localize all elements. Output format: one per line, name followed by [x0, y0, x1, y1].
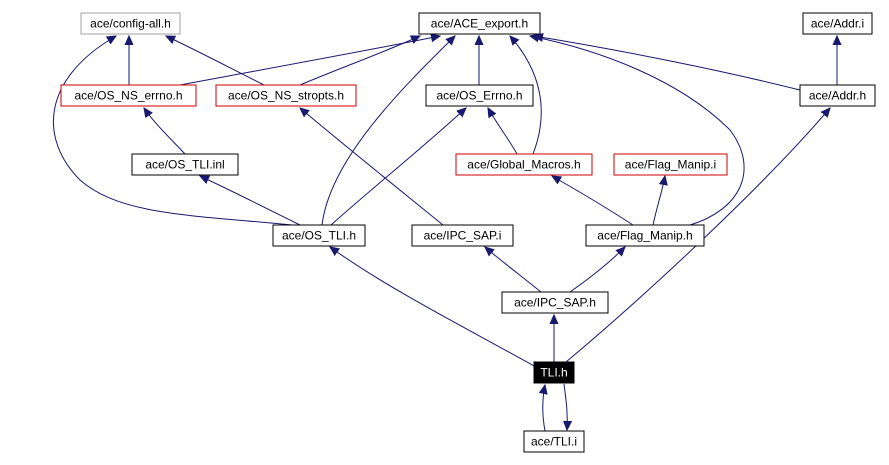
edge-os-tli-h-to-ace-export — [321, 36, 455, 226]
node-label: ace/IPC_SAP.h — [514, 296, 596, 310]
node-label: ace/TLI.i — [531, 435, 577, 449]
node-tli-h[interactable]: TLI.h — [533, 361, 575, 384]
node-label: ace/OS_TLI.inl — [145, 158, 224, 172]
edge-global-macros-to-os-errno — [488, 108, 518, 155]
node-box — [418, 12, 541, 35]
node-box — [411, 224, 514, 247]
node-label: ace/OS_NS_stropts.h — [228, 89, 344, 103]
node-addr-h[interactable]: ace/Addr.h — [799, 84, 876, 107]
edge-flag-manip-h-to-global-macros — [552, 176, 634, 226]
node-box — [585, 224, 705, 247]
node-label: ace/Addr.i — [811, 17, 864, 31]
node-box — [425, 84, 534, 107]
node-box — [80, 12, 181, 35]
edge-os-tli-h-to-os-errno — [330, 108, 466, 226]
edge-ipc-sap-i-to-os-ns-stropts — [300, 108, 444, 226]
node-label: ace/ACE_export.h — [431, 17, 528, 31]
edge-tli-h-to-tli-i — [564, 383, 567, 430]
node-label: ace/OS_TLI.h — [282, 229, 356, 243]
node-os-tli-h[interactable]: ace/OS_TLI.h — [272, 224, 366, 247]
node-label: ace/IPC_SAP.i — [424, 229, 502, 243]
node-config-all[interactable]: ace/config-all.h — [80, 12, 181, 35]
node-global-macros[interactable]: ace/Global_Macros.h — [455, 153, 593, 176]
node-os-ns-errno[interactable]: ace/OS_NS_errno.h — [60, 84, 197, 107]
node-box — [799, 84, 876, 107]
node-tli-i[interactable]: ace/TLI.i — [523, 430, 585, 453]
edges-layer — [53, 36, 837, 431]
node-box — [533, 361, 575, 384]
node-box — [613, 153, 728, 176]
edge-os-ns-stropts-to-ace-export — [299, 36, 420, 86]
edge-tli-h-to-os-tli-h — [330, 247, 535, 367]
node-addr-i[interactable]: ace/Addr.i — [802, 12, 873, 35]
node-label: ace/config-all.h — [90, 17, 171, 31]
node-ace-export[interactable]: ace/ACE_export.h — [418, 12, 541, 35]
node-box — [215, 84, 357, 107]
node-box — [501, 291, 609, 314]
edge-os-tli-h-to-config-all — [53, 36, 293, 226]
node-os-ns-stropts[interactable]: ace/OS_NS_stropts.h — [215, 84, 357, 107]
node-label: ace/Flag_Manip.i — [625, 158, 716, 172]
node-box — [131, 153, 239, 176]
edge-addr-h-to-ace-export — [534, 36, 801, 91]
edge-os-ns-errno-to-ace-export — [179, 36, 440, 86]
node-box — [272, 224, 366, 247]
node-label: ace/Addr.h — [809, 89, 866, 103]
nodes-layer: ace/config-all.h ace/ACE_export.h ace/Addr… — [60, 12, 876, 453]
node-box — [455, 153, 593, 176]
node-box — [802, 12, 873, 35]
edge-os-ns-stropts-to-config-all — [166, 36, 265, 86]
node-box — [523, 430, 585, 453]
edge-global-macros-to-ace-export — [510, 36, 542, 155]
node-box — [60, 84, 197, 107]
edge-flag-manip-h-to-flag-manip-i — [652, 176, 665, 226]
node-flag-manip-h[interactable]: ace/Flag_Manip.h — [585, 224, 705, 247]
node-label: ace/OS_Errno.h — [436, 89, 522, 103]
node-label: ace/Global_Macros.h — [467, 158, 580, 172]
edge-ipc-sap-h-to-ipc-sap-i — [485, 247, 542, 293]
node-os-errno[interactable]: ace/OS_Errno.h — [425, 84, 534, 107]
node-flag-manip-i[interactable]: ace/Flag_Manip.i — [613, 153, 728, 176]
edge-tli-i-to-tli-h — [543, 385, 545, 432]
edge-ipc-sap-h-to-flag-manip-h — [569, 247, 625, 293]
edge-os-tli-h-to-os-tli-inl — [200, 176, 301, 226]
node-label: ace/Flag_Manip.h — [597, 229, 692, 243]
edge-os-tli-inl-to-os-ns-errno — [144, 108, 186, 155]
edge-flag-manip-h-to-ace-export — [530, 36, 745, 226]
node-ipc-sap-h[interactable]: ace/IPC_SAP.h — [501, 291, 609, 314]
node-label: ace/OS_NS_errno.h — [74, 89, 182, 103]
node-os-tli-inl[interactable]: ace/OS_TLI.inl — [131, 153, 239, 176]
node-ipc-sap-i[interactable]: ace/IPC_SAP.i — [411, 224, 514, 247]
node-label: TLI.h — [540, 366, 567, 380]
